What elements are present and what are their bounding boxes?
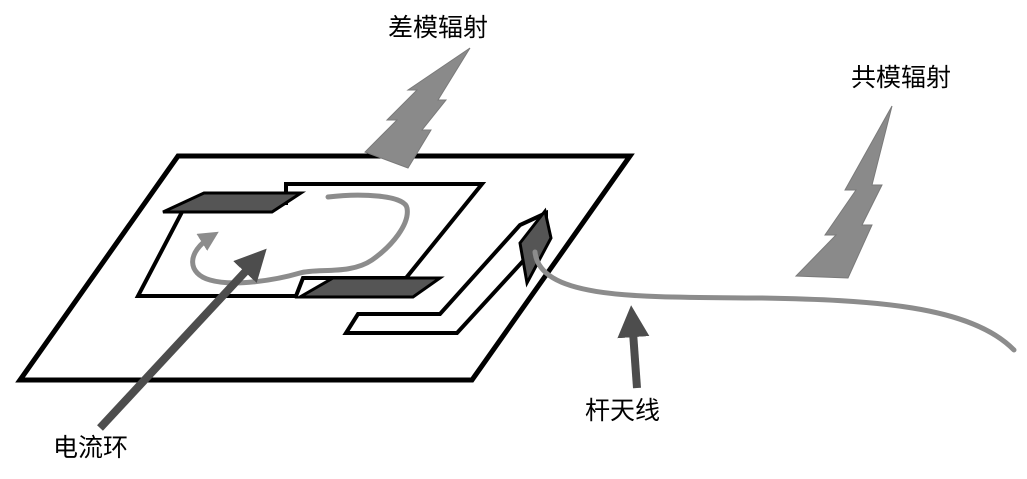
- rod-antenna-label: 杆天线: [585, 396, 660, 425]
- top-pad: [162, 191, 307, 214]
- rod-antenna-cable: [532, 249, 1017, 353]
- current-loop-pointer-arrow: [97, 248, 267, 431]
- bottom-pad: [294, 276, 445, 299]
- rod-antenna-pointer-arrow: [617, 305, 650, 389]
- current-loop-label: 电流环: [53, 433, 128, 462]
- differential-mode-label: 差模辐射: [388, 13, 488, 42]
- current-loop-path: [190, 192, 410, 286]
- common-mode-label: 共模辐射: [851, 63, 951, 92]
- differential-radiation-bolt-icon: [364, 47, 471, 169]
- right-connector-pad: [518, 207, 553, 288]
- common-radiation-bolt-icon: [794, 105, 893, 279]
